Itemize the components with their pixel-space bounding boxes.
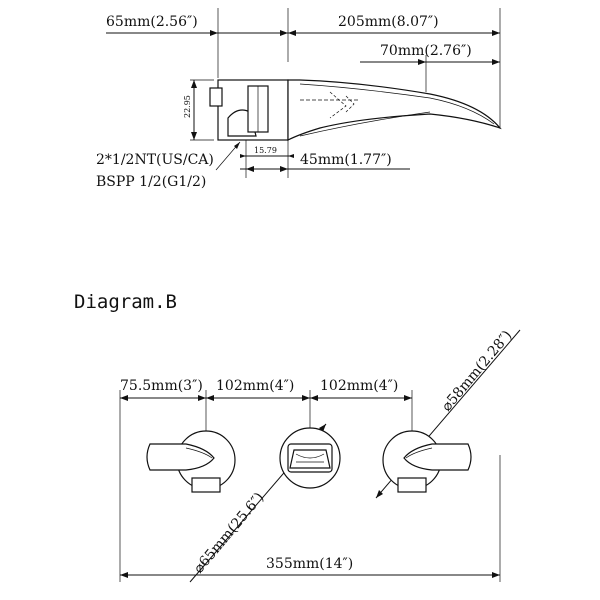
- dimension-total-depth: 205mm(8.07″): [288, 14, 500, 36]
- faucet-side-profile: [209, 79, 502, 141]
- dim-center-right-label: 102mm(4″): [320, 378, 398, 394]
- dim-inlet-label: 15.79: [254, 146, 277, 155]
- dim-total-depth-label: 205mm(8.07″): [338, 14, 439, 30]
- diagram-b-title: Diagram.B: [74, 291, 177, 313]
- center-spout-flange: [279, 427, 341, 489]
- dimension-offset: 45mm(1.77″): [240, 152, 410, 172]
- dim-center-left-label: 102mm(4″): [216, 378, 294, 394]
- diagram-b: Diagram.B 75.5mm(3″) 102mm(4″) 102mm(4″)…: [74, 291, 521, 583]
- right-handle: [382, 430, 472, 493]
- thread-us-label: 2*1/2NT(US/CA): [96, 152, 214, 168]
- dimension-base-width: 65mm(2.56″): [106, 14, 288, 36]
- dim-overall-label: 355mm(14″): [266, 556, 353, 572]
- dimension-height: 22.95: [183, 80, 197, 140]
- dim-cover-label: ⌀65mm(25.6″): [191, 490, 268, 577]
- dim-left-label: 75.5mm(3″): [120, 378, 203, 394]
- thread-callout: 2*1/2NT(US/CA) BSPP 1/2(G1/2): [96, 141, 241, 190]
- dim-height-label: 22.95: [183, 95, 192, 118]
- dimension-spout-length: 70mm(2.76″): [360, 43, 500, 65]
- side-view: 65mm(2.56″) 205mm(8.07″) 70mm(2.76″) 22.…: [96, 8, 502, 190]
- thread-bspp-label: BSPP 1/2(G1/2): [96, 174, 206, 190]
- left-handle: [146, 430, 236, 493]
- dimension-overall-width: 355mm(14″): [120, 556, 500, 578]
- dimension-inlet: 15.79: [240, 146, 294, 158]
- dim-base-label: 65mm(2.56″): [106, 14, 198, 30]
- dim-offset-label: 45mm(1.77″): [300, 152, 392, 168]
- dim-spout-label: 70mm(2.76″): [380, 43, 472, 59]
- dimension-chain-top: 75.5mm(3″) 102mm(4″) 102mm(4″): [120, 378, 412, 401]
- dim-flange-label: ⌀58mm(2.28″): [439, 328, 516, 415]
